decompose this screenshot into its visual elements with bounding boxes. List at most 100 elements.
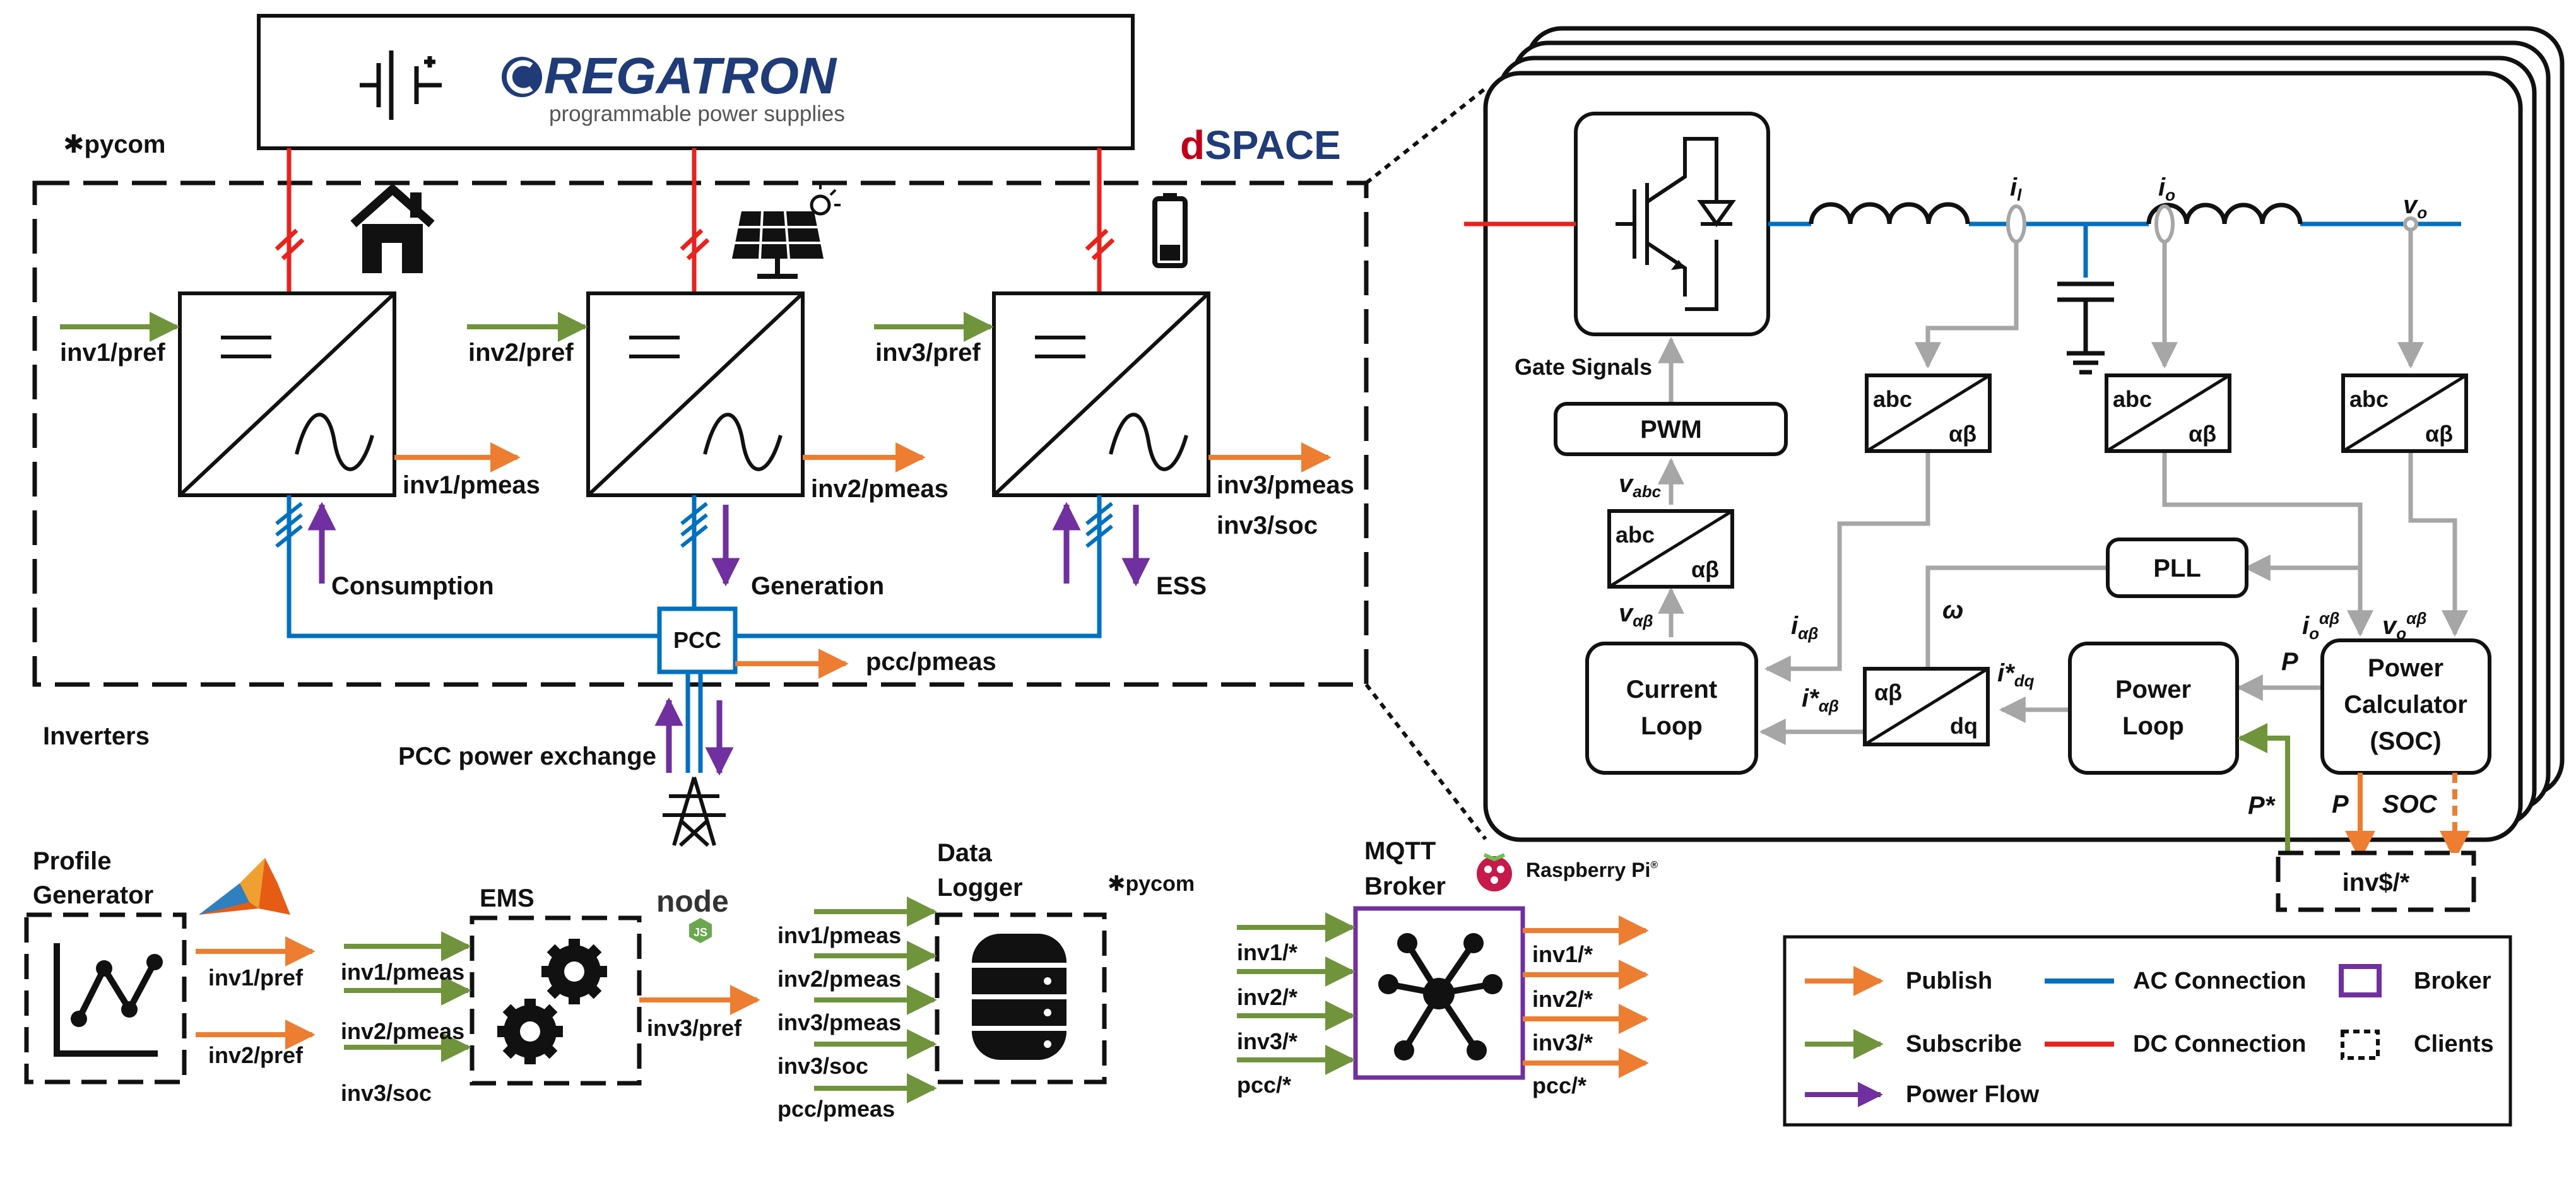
mqtt-out-3: inv3/* — [1532, 1030, 1593, 1055]
ems-in-2: inv2/pmeas — [341, 1018, 464, 1044]
power-calc-label-1: Power — [2368, 654, 2443, 682]
battery-icon — [1152, 193, 1188, 268]
istar-ab-label: i*αβ — [1802, 685, 1839, 715]
inv2-pref-label: inv2/pref — [468, 339, 574, 367]
pycom-logger-mark: ✱ — [1108, 872, 1126, 896]
inv2-pmeas-label: inv2/pmeas — [811, 475, 948, 503]
pwm-block — [1554, 402, 1788, 456]
generation-label: Generation — [751, 572, 884, 600]
legend-publish: Publish — [1906, 968, 1992, 994]
current-sensors — [2006, 204, 2418, 244]
transform-io-abc: abc — [2113, 386, 2152, 412]
p-label: P — [2281, 648, 2298, 676]
mqtt-in-1: inv1/* — [1237, 939, 1297, 965]
ems-in-3: inv3/soc — [341, 1080, 432, 1106]
transform-il-ab: αβ — [1949, 421, 1976, 447]
power-flow-arrows — [307, 502, 1150, 776]
mqtt-in-4: pcc/* — [1237, 1072, 1291, 1098]
pycom-logo-logger: ✱pycom — [1108, 872, 1195, 896]
dspace-logo: dSPACE — [1180, 122, 1341, 168]
pcc-box — [657, 606, 738, 674]
profile-out-2: inv2/pref — [208, 1042, 304, 1068]
legend-ac: AC Connection — [2133, 968, 2306, 994]
pll-block — [2106, 538, 2248, 598]
omega-label: ω — [1942, 596, 1963, 624]
inv3-pmeas-label: inv3/pmeas — [1217, 471, 1354, 499]
dspace-d: d — [1180, 122, 1205, 168]
profile-generator-title-2: Generator — [33, 881, 153, 909]
mqtt-out-2: inv2/* — [1532, 986, 1593, 1012]
inductor-2 — [2146, 203, 2303, 225]
legend-power-flow: Power Flow — [1906, 1081, 2040, 1108]
regatron-brand: REGATRON — [544, 47, 837, 105]
legend-clients-swatch — [2341, 1030, 2380, 1060]
profile-generator-title-1: Profile — [33, 847, 111, 875]
zoom-lines — [1364, 86, 1487, 840]
iab-label: iαβ — [1791, 612, 1818, 643]
mqtt-in-2: inv2/* — [1237, 984, 1297, 1010]
logger-in-1: inv1/pmeas — [777, 922, 901, 948]
transform-il-abc: abc — [1873, 386, 1912, 412]
house-icon — [350, 185, 435, 273]
profile-publish-arrows — [196, 936, 316, 1050]
ess-label: ESS — [1156, 572, 1207, 600]
chart-icon — [54, 943, 158, 1057]
inv1-pref-label: inv1/pref — [60, 339, 165, 367]
dspace-rest: SPACE — [1205, 122, 1341, 168]
mqtt-out-4: pcc/* — [1532, 1073, 1586, 1098]
p-out-label: P — [2332, 790, 2349, 818]
power-calc-label-3: (SOC) — [2370, 727, 2441, 755]
pcc-exchange-label: PCC power exchange — [398, 743, 656, 770]
legend-subscribe: Subscribe — [1906, 1031, 2022, 1057]
chart-icon-dots — [71, 954, 163, 1027]
soc-label: SOC — [2382, 790, 2438, 818]
transform-v-abc: abc — [1616, 522, 1655, 548]
transform-io — [2105, 373, 2231, 453]
inverter-3 — [992, 291, 1210, 497]
vo-label: vo — [2403, 191, 2427, 222]
pwm-label: PWM — [1640, 416, 1702, 444]
transform-vo-ab: αβ — [2425, 421, 2453, 447]
igbt-switch — [1574, 112, 1770, 336]
regatron-tagline: programmable power supplies — [549, 102, 845, 126]
gate-signals-label: Gate Signals — [1515, 354, 1652, 380]
dc-connections — [275, 148, 1115, 293]
database-icon — [972, 934, 1066, 1060]
ems-title: EMS — [480, 884, 535, 912]
dc-source-icon — [360, 50, 442, 120]
transform-vo-abc: abc — [2349, 386, 2389, 412]
legend-box — [1783, 935, 2512, 1127]
mqtt-title-1: MQTT — [1364, 837, 1436, 865]
transform-dq-ab: αβ — [1874, 679, 1902, 705]
transform-io-ab: αβ — [2189, 421, 2216, 447]
current-loop-label-1: Current — [1626, 676, 1717, 703]
legend-dc: DC Connection — [2133, 1031, 2306, 1057]
profile-out-1: inv1/pref — [208, 965, 304, 990]
gears-icon — [497, 939, 607, 1064]
mqtt-out-1: inv1/* — [1532, 941, 1593, 967]
pstar-label: P* — [2248, 792, 2276, 820]
transform-v-ab: αβ — [1691, 556, 1719, 582]
capacitor — [2057, 281, 2114, 375]
inv3-pref-label: inv3/pref — [875, 339, 981, 367]
inductor-1 — [1809, 202, 1970, 225]
transform-dq — [1863, 667, 1990, 746]
pycom-mark: ✱ — [63, 131, 85, 158]
logger-in-4: inv3/soc — [777, 1053, 868, 1079]
ems-out: inv3/pref — [647, 1015, 742, 1041]
network-hub-nodes — [1378, 933, 1503, 1061]
transform-il — [1865, 373, 1992, 453]
regatron-power-supply: REGATRON programmable power supplies — [257, 14, 1135, 150]
logger-in-5: pcc/pmeas — [777, 1096, 895, 1122]
current-loop-block — [1585, 642, 1758, 775]
mqtt-title-2: Broker — [1364, 873, 1446, 900]
logger-in-3: inv3/pmeas — [777, 1009, 901, 1035]
pycom-logger-text: pycom — [1126, 872, 1195, 896]
ac-output-line — [1768, 221, 2461, 278]
istar-dq-label: i*dq — [1997, 659, 2035, 690]
vabc-label: vabc — [1619, 470, 1662, 501]
legend-broker-swatch — [2339, 964, 2382, 997]
control-signals — [1658, 230, 2468, 745]
